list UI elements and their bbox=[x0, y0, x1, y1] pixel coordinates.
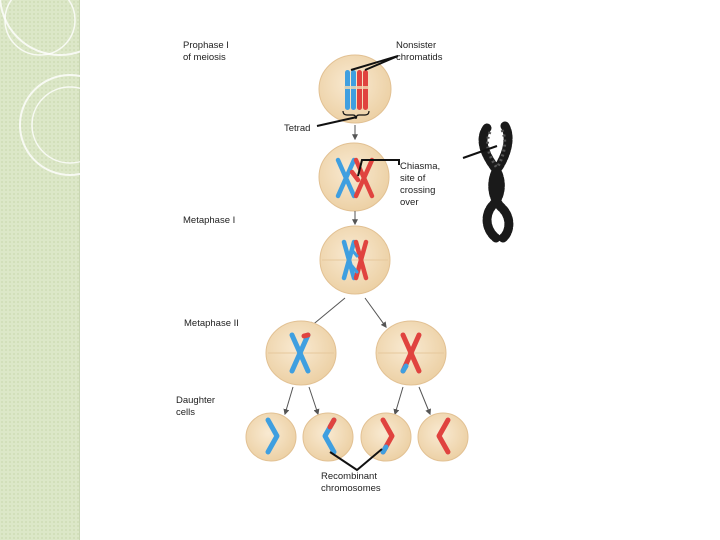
arrow-4b bbox=[308, 386, 320, 416]
arrow-3b bbox=[364, 297, 387, 328]
label-recombinant-chromosomes: Recombinant chromosomes bbox=[321, 471, 381, 494]
cell-prophase bbox=[318, 54, 392, 124]
micrograph-chromosome-icon bbox=[478, 121, 514, 243]
label-nonsister-chromatids: Nonsister chromatids bbox=[396, 40, 443, 63]
label-tetrad: Tetrad bbox=[284, 123, 311, 134]
arrow-4d bbox=[418, 386, 431, 416]
label-chiasma: Chiasma, site of crossing over bbox=[400, 161, 441, 208]
arrow-3a bbox=[309, 297, 346, 328]
daughter-cell-4 bbox=[417, 412, 469, 462]
sidebar-divider bbox=[79, 0, 80, 540]
arrow-4a bbox=[283, 386, 294, 416]
nonsister-leader-2 bbox=[364, 55, 399, 71]
daughter-cell-2 bbox=[302, 412, 354, 462]
daughter-cell-3 bbox=[360, 412, 412, 462]
micrograph-leader bbox=[462, 145, 498, 159]
arrow-4c bbox=[393, 386, 404, 416]
tetrad-leader bbox=[316, 116, 358, 127]
label-prophase: Prophase I of meiosis bbox=[183, 40, 229, 63]
chiasma-leader bbox=[357, 159, 400, 177]
label-metaphase-2: Metaphase II bbox=[184, 318, 239, 329]
decorative-sidebar bbox=[0, 0, 79, 540]
sidebar-circles bbox=[0, 0, 121, 176]
label-daughter-cells: Daughter cells bbox=[176, 395, 216, 418]
label-metaphase-1: Metaphase I bbox=[183, 215, 236, 226]
recombinant-leader bbox=[329, 448, 383, 472]
cell-metaphase-2-left bbox=[265, 320, 337, 386]
daughter-cell-1 bbox=[245, 412, 297, 462]
tetrad-bracket bbox=[342, 110, 370, 120]
cell-metaphase-1 bbox=[319, 225, 391, 295]
cell-metaphase-2-right bbox=[375, 320, 447, 386]
cell-crossing-over bbox=[318, 142, 390, 212]
